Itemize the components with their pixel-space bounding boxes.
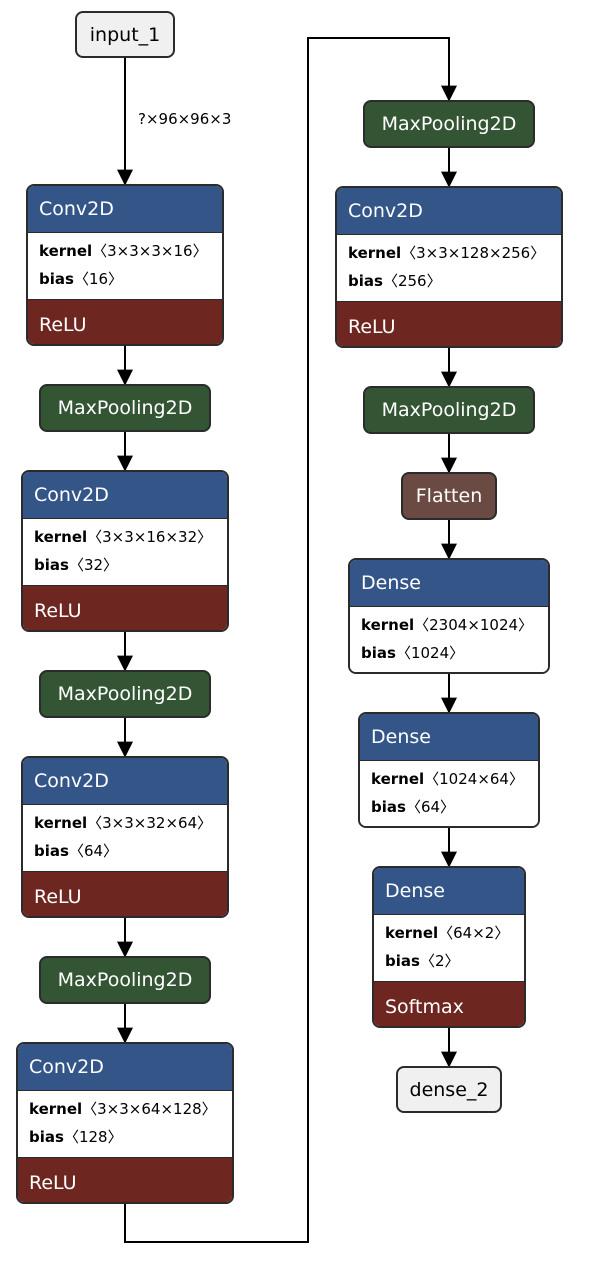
relu-activation-1: ReLU [28, 299, 222, 344]
maxpooling2d-node-3-label: MaxPooling2D [57, 969, 193, 991]
conv2d-node-3-params: kernel〈3×3×32×64〉 bias〈64〉 [23, 804, 227, 871]
softmax-activation: Softmax [374, 981, 524, 1026]
conv2d-node-5[interactable]: Conv2D kernel〈3×3×128×256〉 bias〈256〉 ReL… [335, 186, 563, 348]
dense-node-3-header: Dense [374, 868, 524, 914]
bias-key: bias [29, 1128, 64, 1146]
kernel-value: 〈3×3×64×128〉 [82, 1100, 217, 1118]
bias-value: 〈2〉 [419, 952, 460, 970]
maxpooling2d-node-1-label: MaxPooling2D [57, 397, 193, 419]
edge-conv4-pool4 [124, 37, 457, 1243]
bias-value: 〈128〉 [63, 1128, 123, 1146]
input-node[interactable]: input_1 [75, 11, 175, 58]
kernel-key: kernel [34, 814, 88, 832]
bias-value: 〈16〉 [73, 270, 124, 288]
dense-node-2-params: kernel〈1024×64〉 bias〈64〉 [360, 760, 538, 826]
kernel-value: 〈2304×1024〉 [414, 616, 534, 634]
dense-node-2[interactable]: Dense kernel〈1024×64〉 bias〈64〉 [358, 712, 540, 828]
maxpooling2d-node-1[interactable]: MaxPooling2D [39, 384, 211, 432]
bias-key: bias [385, 952, 420, 970]
conv2d-node-4-params: kernel〈3×3×64×128〉 bias〈128〉 [18, 1090, 232, 1157]
conv2d-node-2-header: Conv2D [23, 472, 227, 518]
output-node-label: dense_2 [409, 1078, 489, 1101]
conv2d-node-2-params: kernel〈3×3×16×32〉 bias〈32〉 [23, 518, 227, 585]
conv2d-node-2[interactable]: Conv2D kernel〈3×3×16×32〉 bias〈32〉 ReLU [21, 470, 229, 632]
maxpooling2d-node-5-label: MaxPooling2D [381, 399, 517, 421]
relu-activation-2: ReLU [23, 585, 227, 630]
input-node-label: input_1 [89, 23, 161, 46]
kernel-value: 〈64×2〉 [438, 924, 510, 942]
kernel-key: kernel [385, 924, 439, 942]
dense-node-1-header: Dense [350, 560, 548, 606]
bias-value: 〈1024〉 [395, 644, 465, 662]
bias-key: bias [361, 644, 396, 662]
bias-key: bias [348, 272, 383, 290]
dense-node-1[interactable]: Dense kernel〈2304×1024〉 bias〈1024〉 [348, 558, 550, 674]
conv2d-node-1-header: Conv2D [28, 186, 222, 232]
kernel-value: 〈3×3×3×16〉 [92, 242, 208, 260]
kernel-key: kernel [348, 244, 402, 262]
conv2d-node-1-params: kernel〈3×3×3×16〉 bias〈16〉 [28, 232, 222, 299]
maxpooling2d-node-4-label: MaxPooling2D [381, 113, 517, 135]
conv2d-node-1[interactable]: Conv2D kernel〈3×3×3×16〉 bias〈16〉 ReLU [26, 184, 224, 346]
bias-value: 〈64〉 [68, 842, 119, 860]
kernel-value: 〈1024×64〉 [424, 770, 524, 788]
kernel-key: kernel [29, 1100, 83, 1118]
dense-node-3[interactable]: Dense kernel〈64×2〉 bias〈2〉 Softmax [372, 866, 526, 1028]
maxpooling2d-node-2-label: MaxPooling2D [57, 683, 193, 705]
conv2d-node-4[interactable]: Conv2D kernel〈3×3×64×128〉 bias〈128〉 ReLU [16, 1042, 234, 1204]
dense-node-1-params: kernel〈2304×1024〉 bias〈1024〉 [350, 606, 548, 672]
kernel-key: kernel [34, 528, 88, 546]
maxpooling2d-node-3[interactable]: MaxPooling2D [39, 956, 211, 1004]
kernel-key: kernel [361, 616, 415, 634]
maxpooling2d-node-5[interactable]: MaxPooling2D [363, 386, 535, 434]
kernel-key: kernel [39, 242, 93, 260]
conv2d-node-4-header: Conv2D [18, 1044, 232, 1090]
input-shape-label: ?×96×96×3 [138, 110, 232, 128]
conv2d-node-3-header: Conv2D [23, 758, 227, 804]
bias-value: 〈64〉 [405, 798, 456, 816]
bias-value: 〈32〉 [68, 556, 119, 574]
kernel-key: kernel [371, 770, 425, 788]
conv2d-node-5-header: Conv2D [337, 188, 561, 234]
kernel-value: 〈3×3×128×256〉 [401, 244, 546, 262]
flatten-node[interactable]: Flatten [401, 472, 497, 520]
maxpooling2d-node-4[interactable]: MaxPooling2D [363, 100, 535, 148]
bias-key: bias [371, 798, 406, 816]
bias-key: bias [34, 842, 69, 860]
output-node[interactable]: dense_2 [396, 1066, 502, 1113]
conv2d-node-3[interactable]: Conv2D kernel〈3×3×32×64〉 bias〈64〉 ReLU [21, 756, 229, 918]
bias-key: bias [34, 556, 69, 574]
dense-node-2-header: Dense [360, 714, 538, 760]
bias-key: bias [39, 270, 74, 288]
relu-activation-3: ReLU [23, 871, 227, 916]
bias-value: 〈256〉 [382, 272, 442, 290]
dense-node-3-params: kernel〈64×2〉 bias〈2〉 [374, 914, 524, 981]
kernel-value: 〈3×3×16×32〉 [87, 528, 213, 546]
relu-activation-4: ReLU [18, 1157, 232, 1202]
relu-activation-5: ReLU [337, 301, 561, 346]
conv2d-node-5-params: kernel〈3×3×128×256〉 bias〈256〉 [337, 234, 561, 301]
kernel-value: 〈3×3×32×64〉 [87, 814, 213, 832]
flatten-node-label: Flatten [415, 485, 483, 507]
maxpooling2d-node-2[interactable]: MaxPooling2D [39, 670, 211, 718]
